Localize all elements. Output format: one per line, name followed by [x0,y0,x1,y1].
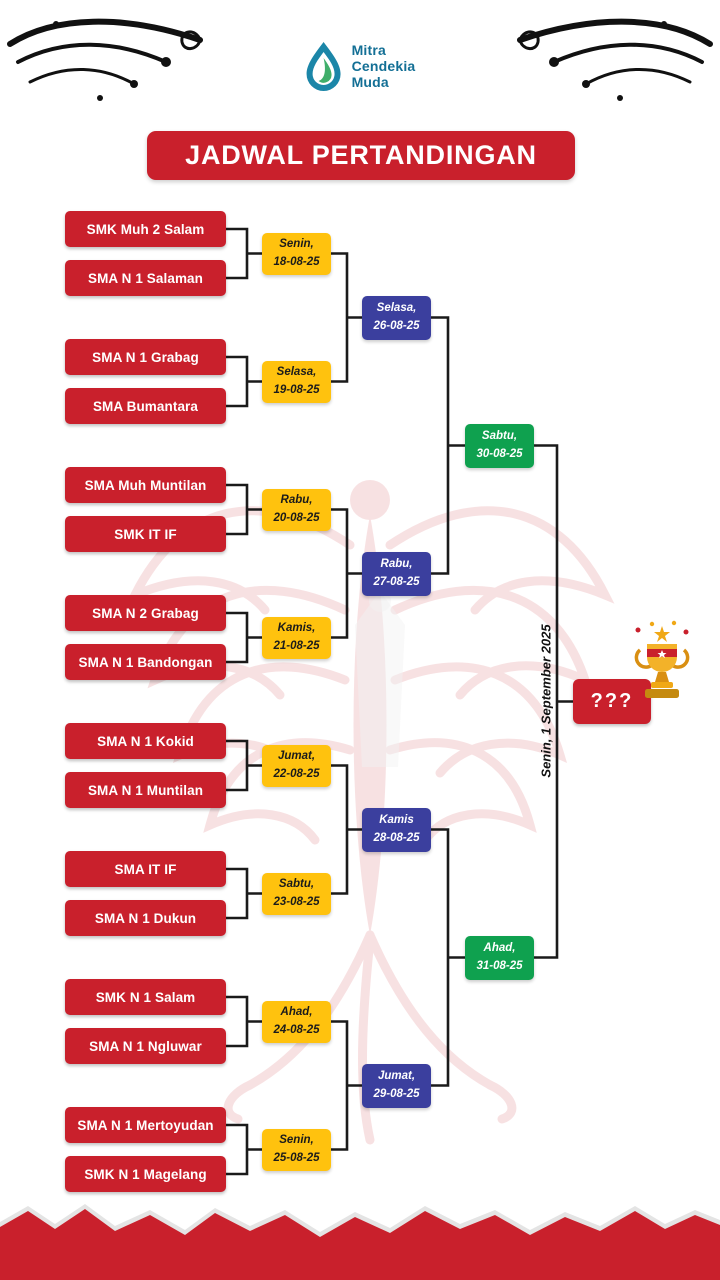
quarterfinal-date-box-date: 26-08-25 [373,319,420,332]
match-date-box: Selasa, 19-08-25 [262,360,331,403]
team-box: SMK IT IF [65,516,226,552]
semifinal-date-box: Ahad, 31-08-25 [465,935,534,980]
semifinal-date-box-date: 30-08-25 [476,447,523,460]
final-winner-box: ??? [573,679,651,724]
page-title: JADWAL PERTANDINGAN [185,140,537,170]
semifinal-date-box-day: Sabtu, [481,430,518,443]
match-date-box-day: Jumat, [277,750,316,763]
team-box: SMA N 1 Muntilan [65,772,226,808]
team-box: SMA N 1 Ngluwar [65,1028,226,1064]
quarterfinal-date-box-date: 28-08-25 [373,831,420,844]
match-date-box-day: Kamis, [277,622,316,635]
match-date-box: Ahad, 24-08-25 [262,1000,331,1043]
final-winner-label: ??? [590,690,634,712]
quarterfinal-date-box-day: Selasa, [376,302,417,315]
team-box: SMA N 2 Grabag [65,595,226,631]
match-date-box-day: Sabtu, [278,878,315,891]
torn-paper-edge [0,1204,720,1280]
match-date-box: Senin, 25-08-25 [262,1128,331,1171]
quarterfinal-date-box: Jumat, 29-08-25 [362,1063,431,1108]
match-date-box-date: 19-08-25 [273,383,320,396]
match-date-box: Jumat, 22-08-25 [262,744,331,787]
match-date-box-date: 23-08-25 [273,895,320,908]
team-box: SMK Muh 2 Salam [65,211,226,247]
match-date-box-date: 22-08-25 [273,767,320,780]
title-banner: JADWAL PERTANDINGAN [147,131,575,180]
match-date-box-day: Ahad, [280,1006,313,1019]
team-box: SMK N 1 Salam [65,979,226,1015]
team-box: SMA N 1 Grabag [65,339,226,375]
final-date-label: Senin, 1 September 2025 [538,624,554,778]
team-box: SMA N 1 Salaman [65,260,226,296]
trophy-icon [634,620,690,698]
logo-text: Mitra Cendekia Muda [352,42,416,90]
match-date-box-day: Rabu, [280,494,313,507]
team-box: SMA IT IF [65,851,226,887]
match-date-box-day: Senin, [279,238,314,251]
semifinal-date-box-day: Ahad, [483,942,516,955]
match-date-box: Kamis, 21-08-25 [262,616,331,659]
semifinal-date-box: Sabtu, 30-08-25 [465,423,534,468]
team-box: SMA N 1 Mertoyudan [65,1107,226,1143]
team-box: SMA N 1 Dukun [65,900,226,936]
team-box: SMA N 1 Bandongan [65,644,226,680]
quarterfinal-date-box-date: 29-08-25 [373,1087,420,1100]
logo-line-1: Mitra [351,42,387,58]
match-date-box-date: 20-08-25 [273,511,320,524]
match-date-box: Senin, 18-08-25 [262,232,331,275]
logo: Mitra Cendekia Muda [305,40,416,92]
quarterfinal-date-box-day: Rabu, [380,558,413,571]
quarterfinal-date-box: Selasa, 26-08-25 [362,295,431,340]
match-date-box-date: 18-08-25 [273,255,320,268]
quarterfinal-date-box: Kamis 28-08-25 [362,807,431,852]
match-date-box: Sabtu, 23-08-25 [262,872,331,915]
logo-line-2: Cendekia [351,58,416,74]
logo-line-3: Muda [351,74,389,90]
quarterfinal-date-box-date: 27-08-25 [373,575,420,588]
quarterfinal-date-box-day: Jumat, [377,1070,416,1083]
logo-drop-icon [306,42,341,91]
quarterfinal-date-box: Rabu, 27-08-25 [362,551,431,596]
match-date-box-day: Senin, [279,1134,314,1147]
corner-flourish-icon [7,18,203,101]
match-date-box-date: 25-08-25 [273,1151,320,1164]
match-date-box-date: 24-08-25 [273,1023,320,1036]
match-date-box-day: Selasa, [276,366,317,379]
corner-flourish-icon [517,18,713,101]
team-box: SMA Muh Muntilan [65,467,226,503]
semifinal-date-box-date: 31-08-25 [476,959,523,972]
match-date-box: Rabu, 20-08-25 [262,488,331,531]
team-box: SMK N 1 Magelang [65,1156,226,1192]
match-date-box-date: 21-08-25 [273,639,320,652]
team-box: SMA Bumantara [65,388,226,424]
quarterfinal-date-box-day: Kamis [379,814,414,827]
team-box: SMA N 1 Kokid [65,723,226,759]
